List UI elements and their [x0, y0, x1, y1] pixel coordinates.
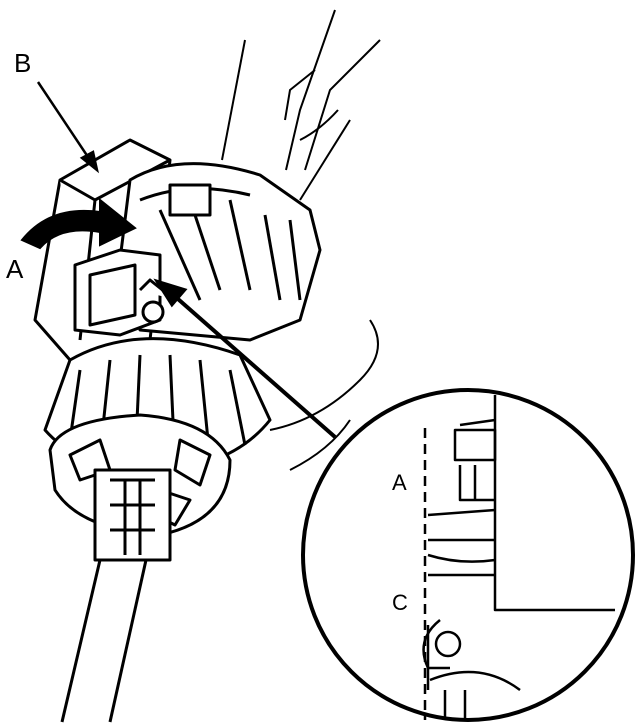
label-detail-a: A: [392, 470, 407, 495]
leader-b: [36, 81, 99, 174]
label-a: A: [6, 254, 24, 284]
label-detail-c: C: [392, 590, 408, 615]
detail-leader-arrow: [153, 278, 337, 439]
cable: [60, 559, 148, 723]
end-cap: [48, 413, 232, 562]
label-b: B: [14, 48, 31, 78]
release-arrow: [20, 197, 137, 250]
background-lines: [221, 9, 381, 471]
detail-circle: [301, 388, 635, 722]
